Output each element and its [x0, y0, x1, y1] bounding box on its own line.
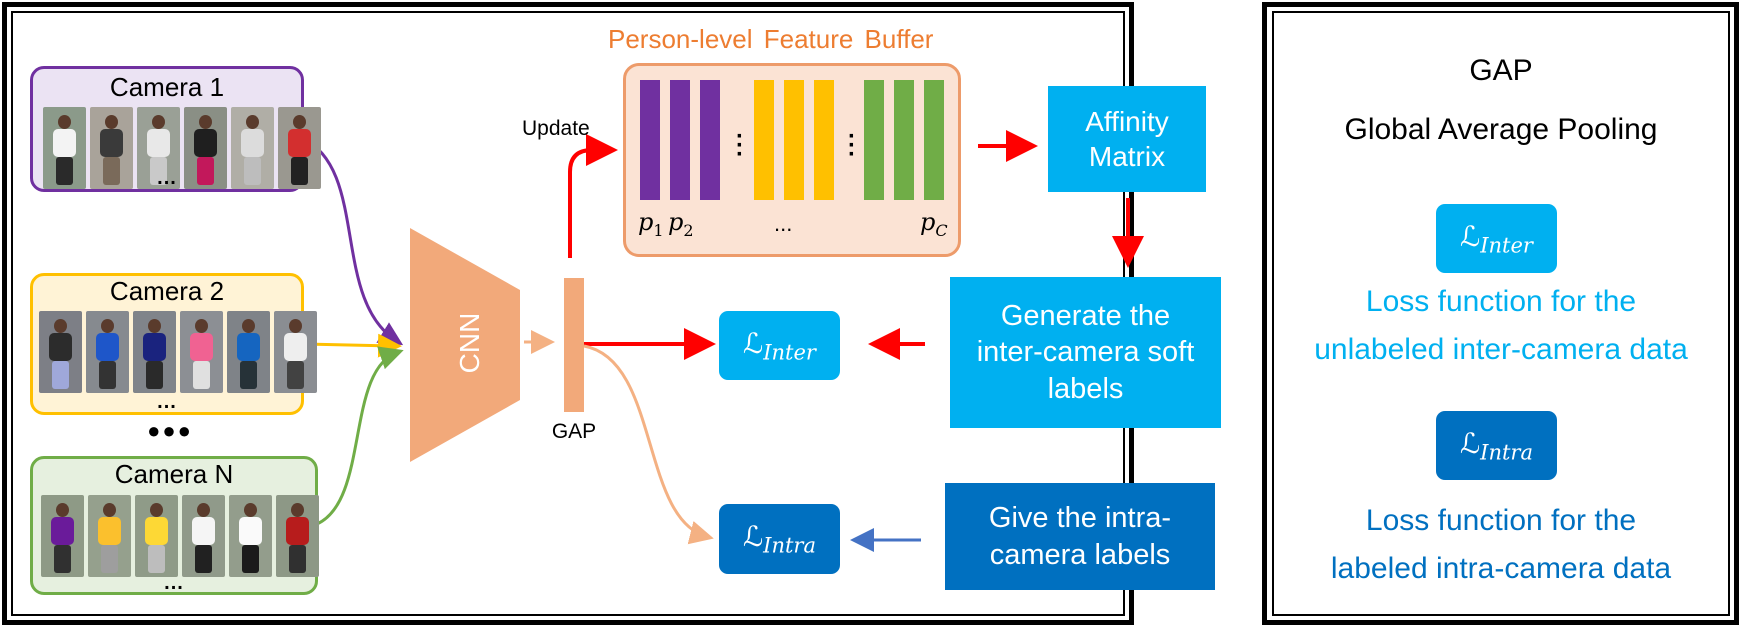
camera-1-title: Camera 1: [109, 72, 225, 102]
inter-loss-chip: ℒInter: [719, 311, 840, 380]
buffer-bar-yellow: [814, 80, 834, 200]
person-image: [274, 311, 317, 393]
legend-inter-loss-symbol: ℒInter: [1460, 219, 1533, 258]
camera1-to-cnn-arrow: [301, 136, 404, 346]
person-image: [182, 495, 225, 577]
person-image: [231, 107, 274, 189]
camera-n-image-strip: [41, 495, 319, 577]
legend-panel-inner-border: [1272, 11, 1730, 616]
gap-to-intra-loss-arrow: [583, 344, 714, 545]
person-image: [137, 107, 180, 189]
update-label: Update: [522, 117, 590, 140]
buffer-label-p2: p2: [668, 208, 694, 240]
person-feature-buffer: ··· ··· p1 p2 ... pC: [623, 63, 961, 257]
more-cameras-dots: ●●●: [147, 418, 193, 443]
affinity-matrix-box: Affinity Matrix: [1048, 86, 1206, 192]
person-image: [180, 311, 223, 393]
buffer-bar-purple: [670, 80, 690, 200]
intra-loss-symbol: ℒIntra: [743, 520, 816, 558]
cnn-block: [410, 228, 520, 462]
cnn-label: CNN: [454, 312, 485, 374]
camera2-to-cnn-arrow: [303, 333, 402, 358]
person-image: [227, 311, 270, 393]
camera-1-ellipsis: ...: [157, 167, 177, 189]
legend-inter-loss-chip: ℒInter: [1436, 204, 1557, 273]
update-arrow: [568, 134, 618, 258]
camera-2-group: Camera 2 ...: [30, 273, 317, 415]
buffer-bar-green: [924, 80, 944, 200]
camera-n-ellipsis: ...: [164, 572, 184, 594]
person-image: [86, 311, 129, 393]
camera-1-image-strip: [43, 107, 321, 189]
person-image: [135, 495, 178, 577]
affinity-matrix-label: Affinity Matrix: [1085, 106, 1169, 172]
person-image: [184, 107, 227, 189]
gap-feature-bar: [564, 278, 584, 412]
legend-intra-desc-line1: Loss function for the: [1365, 504, 1637, 537]
buffer-title: Person-level Feature Buffer: [608, 24, 934, 54]
person-image: [278, 107, 321, 189]
soft-labels-text: Generate the inter-camera soft labels: [976, 300, 1195, 405]
buffer-label-p1: p1: [638, 208, 664, 240]
camera-n-group: Camera N ...: [30, 456, 319, 595]
person-image: [229, 495, 272, 577]
person-image: [133, 311, 176, 393]
cameraN-to-cnn-arrow: [316, 346, 404, 526]
legend-gap-abbrev: GAP: [1469, 54, 1533, 87]
buffer-bar-yellow: [784, 80, 804, 200]
buffer-bar-purple: [700, 80, 720, 200]
gap-label: GAP: [551, 420, 597, 443]
legend-intra-loss-chip: ℒIntra: [1436, 411, 1557, 480]
buffer-bar-green: [864, 80, 884, 200]
person-image: [41, 495, 84, 577]
person-image: [90, 107, 133, 189]
inter-loss-symbol: ℒInter: [743, 326, 816, 365]
intra-labels-text: Give the intra-camera labels: [988, 502, 1172, 571]
soft-labels-box: Generate the inter-camera soft labels: [950, 277, 1221, 428]
intra-labels-box: Give the intra-camera labels: [945, 483, 1215, 590]
buffer-vertical-ellipsis: ···: [848, 123, 856, 168]
legend-inter-desc-line2: unlabeled inter-camera data: [1314, 333, 1688, 366]
camera-1-group: Camera 1 ...: [30, 66, 321, 192]
buffer-bar-yellow: [754, 80, 774, 200]
buffer-label-pc: pC: [920, 208, 948, 240]
intra-loss-chip: ℒIntra: [719, 504, 840, 574]
camera-2-ellipsis: ...: [157, 391, 177, 413]
camera-2-title: Camera 2: [109, 276, 225, 306]
legend-gap-full: Global Average Pooling: [1344, 113, 1658, 146]
person-image: [39, 311, 82, 393]
buffer-bar-purple: [640, 80, 660, 200]
person-image: [43, 107, 86, 189]
legend-inter-desc-line1: Loss function for the: [1365, 285, 1637, 318]
legend-intra-desc-line2: labeled intra-camera data: [1330, 552, 1672, 585]
camera-n-title: Camera N: [114, 459, 234, 489]
buffer-bar-green: [894, 80, 914, 200]
person-image: [276, 495, 319, 577]
person-image: [88, 495, 131, 577]
legend-panel-outer-border: [1262, 2, 1739, 625]
camera-2-image-strip: [39, 311, 317, 393]
legend-intra-loss-symbol: ℒIntra: [1460, 426, 1533, 465]
buffer-vertical-ellipsis: ···: [736, 123, 744, 168]
buffer-horizontal-ellipsis: ...: [774, 211, 793, 236]
